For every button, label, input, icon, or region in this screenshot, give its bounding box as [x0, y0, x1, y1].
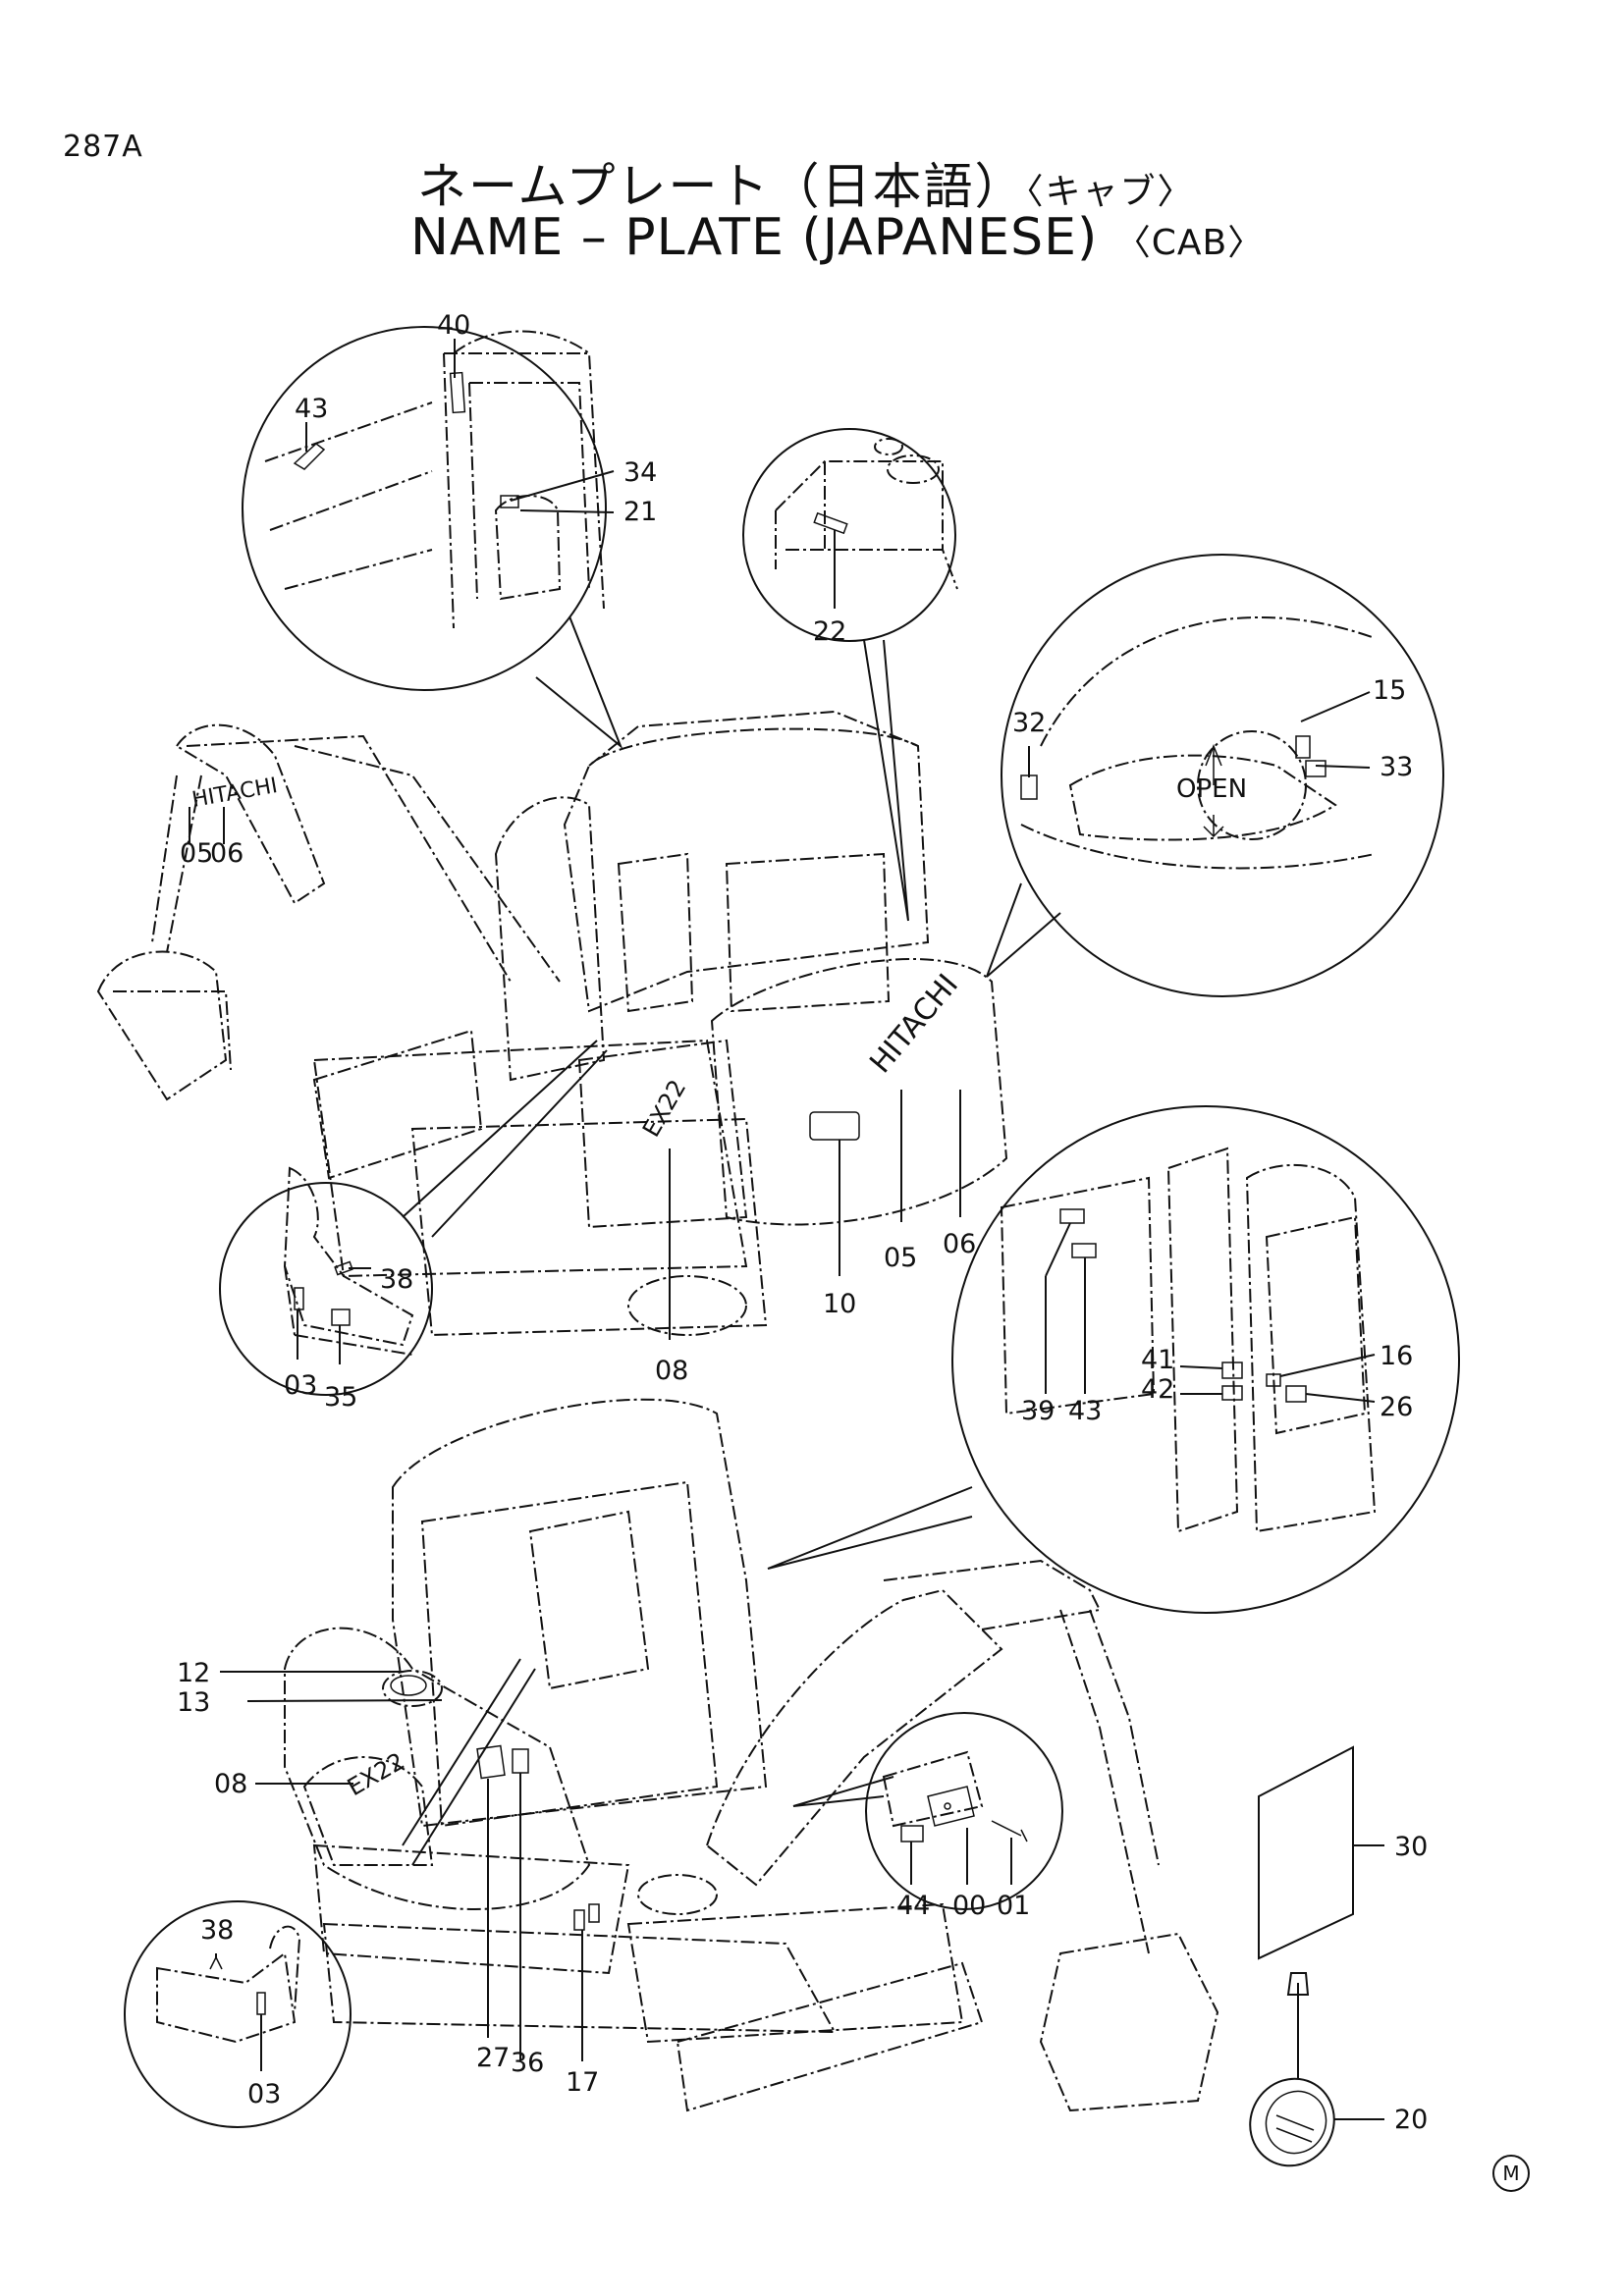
- circled-m-mark: M: [1492, 2155, 1530, 2192]
- excavator-upper-view: HITACHI HITACHI EX22: [96, 710, 1008, 1340]
- callout-00: 00: [952, 1891, 986, 1921]
- callout-03-lower: 03: [247, 2079, 281, 2109]
- callout-20: 20: [1394, 2105, 1428, 2135]
- callout-34: 34: [623, 457, 657, 488]
- detail-seat-lever-lower: [124, 1900, 352, 2128]
- callout-22: 22: [813, 616, 846, 647]
- title-japanese: ネームプレート（日本語）〈キャブ〉: [417, 147, 1195, 218]
- callout-33: 33: [1380, 752, 1413, 782]
- callout-08-lower: 08: [214, 1769, 247, 1799]
- detail-cab-door: [242, 326, 623, 750]
- title-english-main: NAME – PLATE (JAPANESE): [410, 208, 1099, 267]
- title-japanese-main: ネームプレート（日本語）: [417, 158, 1026, 215]
- callout-26: 26: [1380, 1392, 1413, 1422]
- callout-13: 13: [177, 1687, 210, 1718]
- title-japanese-sub: 〈キャブ〉: [1025, 172, 1195, 212]
- callout-44: 44: [896, 1891, 930, 1921]
- callout-16: 16: [1380, 1341, 1413, 1371]
- detail-cab-side: [767, 1105, 1460, 1614]
- callout-41: 41: [1141, 1345, 1174, 1375]
- callout-38-lower: 38: [200, 1915, 234, 1946]
- callout-27: 27: [476, 2043, 510, 2073]
- page-code: 287A: [63, 130, 143, 164]
- brand-hitachi-boom: HITACHI: [190, 774, 280, 813]
- callout-36: 36: [511, 2048, 544, 2078]
- excavator-lower-view: EX22: [220, 1398, 1219, 2112]
- callout-38-upper: 38: [380, 1264, 413, 1295]
- callout-17: 17: [566, 2067, 599, 2098]
- callout-06-boom: 06: [210, 838, 244, 869]
- callout-40: 40: [437, 310, 470, 341]
- callout-08-upper: 08: [655, 1356, 688, 1386]
- callout-labels: 40 43 34 21 22 15 32 33 OPEN 05 06 38 10…: [177, 310, 1428, 2135]
- callout-39: 39: [1021, 1396, 1055, 1426]
- callout-30: 30: [1394, 1832, 1428, 1862]
- detail-engine-hood: [986, 554, 1444, 997]
- manual-and-key: [1249, 1745, 1384, 2167]
- callout-35: 35: [324, 1382, 357, 1413]
- callout-32: 32: [1012, 708, 1046, 738]
- callout-42: 42: [1141, 1374, 1174, 1405]
- model-ex22-lower: EX22: [343, 1747, 409, 1801]
- label-open: OPEN: [1176, 774, 1247, 804]
- detail-fuel-tank: [742, 428, 958, 922]
- callout-15: 15: [1373, 675, 1406, 706]
- title-english: NAME – PLATE (JAPANESE) 〈CAB〉: [410, 208, 1264, 267]
- callout-12: 12: [177, 1658, 210, 1688]
- callout-21: 21: [623, 497, 657, 527]
- callout-05-boom: 05: [180, 838, 213, 869]
- detail-seat-lever-upper: [219, 1166, 433, 1396]
- title-english-sub: 〈CAB〉: [1114, 223, 1265, 263]
- callout-06-rear: 06: [943, 1229, 976, 1259]
- brand-hitachi-rear: HITACHI: [863, 968, 965, 1080]
- callout-43-side: 43: [1068, 1396, 1102, 1426]
- detail-boom-plate: [792, 1712, 1063, 1910]
- callout-05-rear: 05: [884, 1243, 917, 1273]
- callout-43: 43: [295, 394, 328, 424]
- callout-03-upper: 03: [284, 1370, 317, 1401]
- callout-01: 01: [997, 1891, 1030, 1921]
- callout-10: 10: [823, 1289, 856, 1319]
- model-ex22-upper: EX22: [637, 1075, 691, 1142]
